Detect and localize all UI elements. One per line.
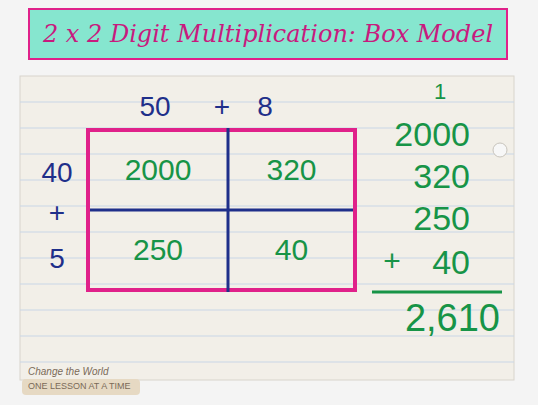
title-banner: 2 x 2 Digit Multiplication: Box Model [28, 8, 508, 60]
sum: 2,610 [405, 298, 500, 340]
plus-sign: + [214, 92, 230, 123]
factor-part: 5 [49, 244, 65, 275]
product-cell: 320 [228, 130, 355, 210]
factor-part: 8 [257, 92, 273, 123]
logo-text: Change the World [28, 366, 109, 377]
product-cell: 2000 [88, 130, 228, 210]
partial-product: 40 [275, 233, 308, 267]
carry-digit: 1 [434, 80, 446, 104]
plus-sign: + [49, 198, 65, 229]
partial-product: 2000 [125, 153, 192, 187]
addend: 2000 [394, 116, 470, 153]
product-cell: 40 [228, 210, 355, 290]
plus-sign: + [383, 244, 401, 277]
addend: 320 [413, 158, 470, 195]
title-text: 2 x 2 Digit Multiplication: Box Model [43, 20, 493, 48]
logo-text: ONE LESSON AT A TIME [28, 382, 131, 392]
addend: 250 [413, 200, 470, 237]
partial-product: 320 [266, 153, 316, 187]
factor-part: 40 [41, 158, 72, 189]
product-cell: 250 [88, 210, 228, 290]
addend: 40 [432, 244, 470, 281]
factor-part: 50 [139, 92, 170, 123]
partial-product: 250 [133, 233, 183, 267]
